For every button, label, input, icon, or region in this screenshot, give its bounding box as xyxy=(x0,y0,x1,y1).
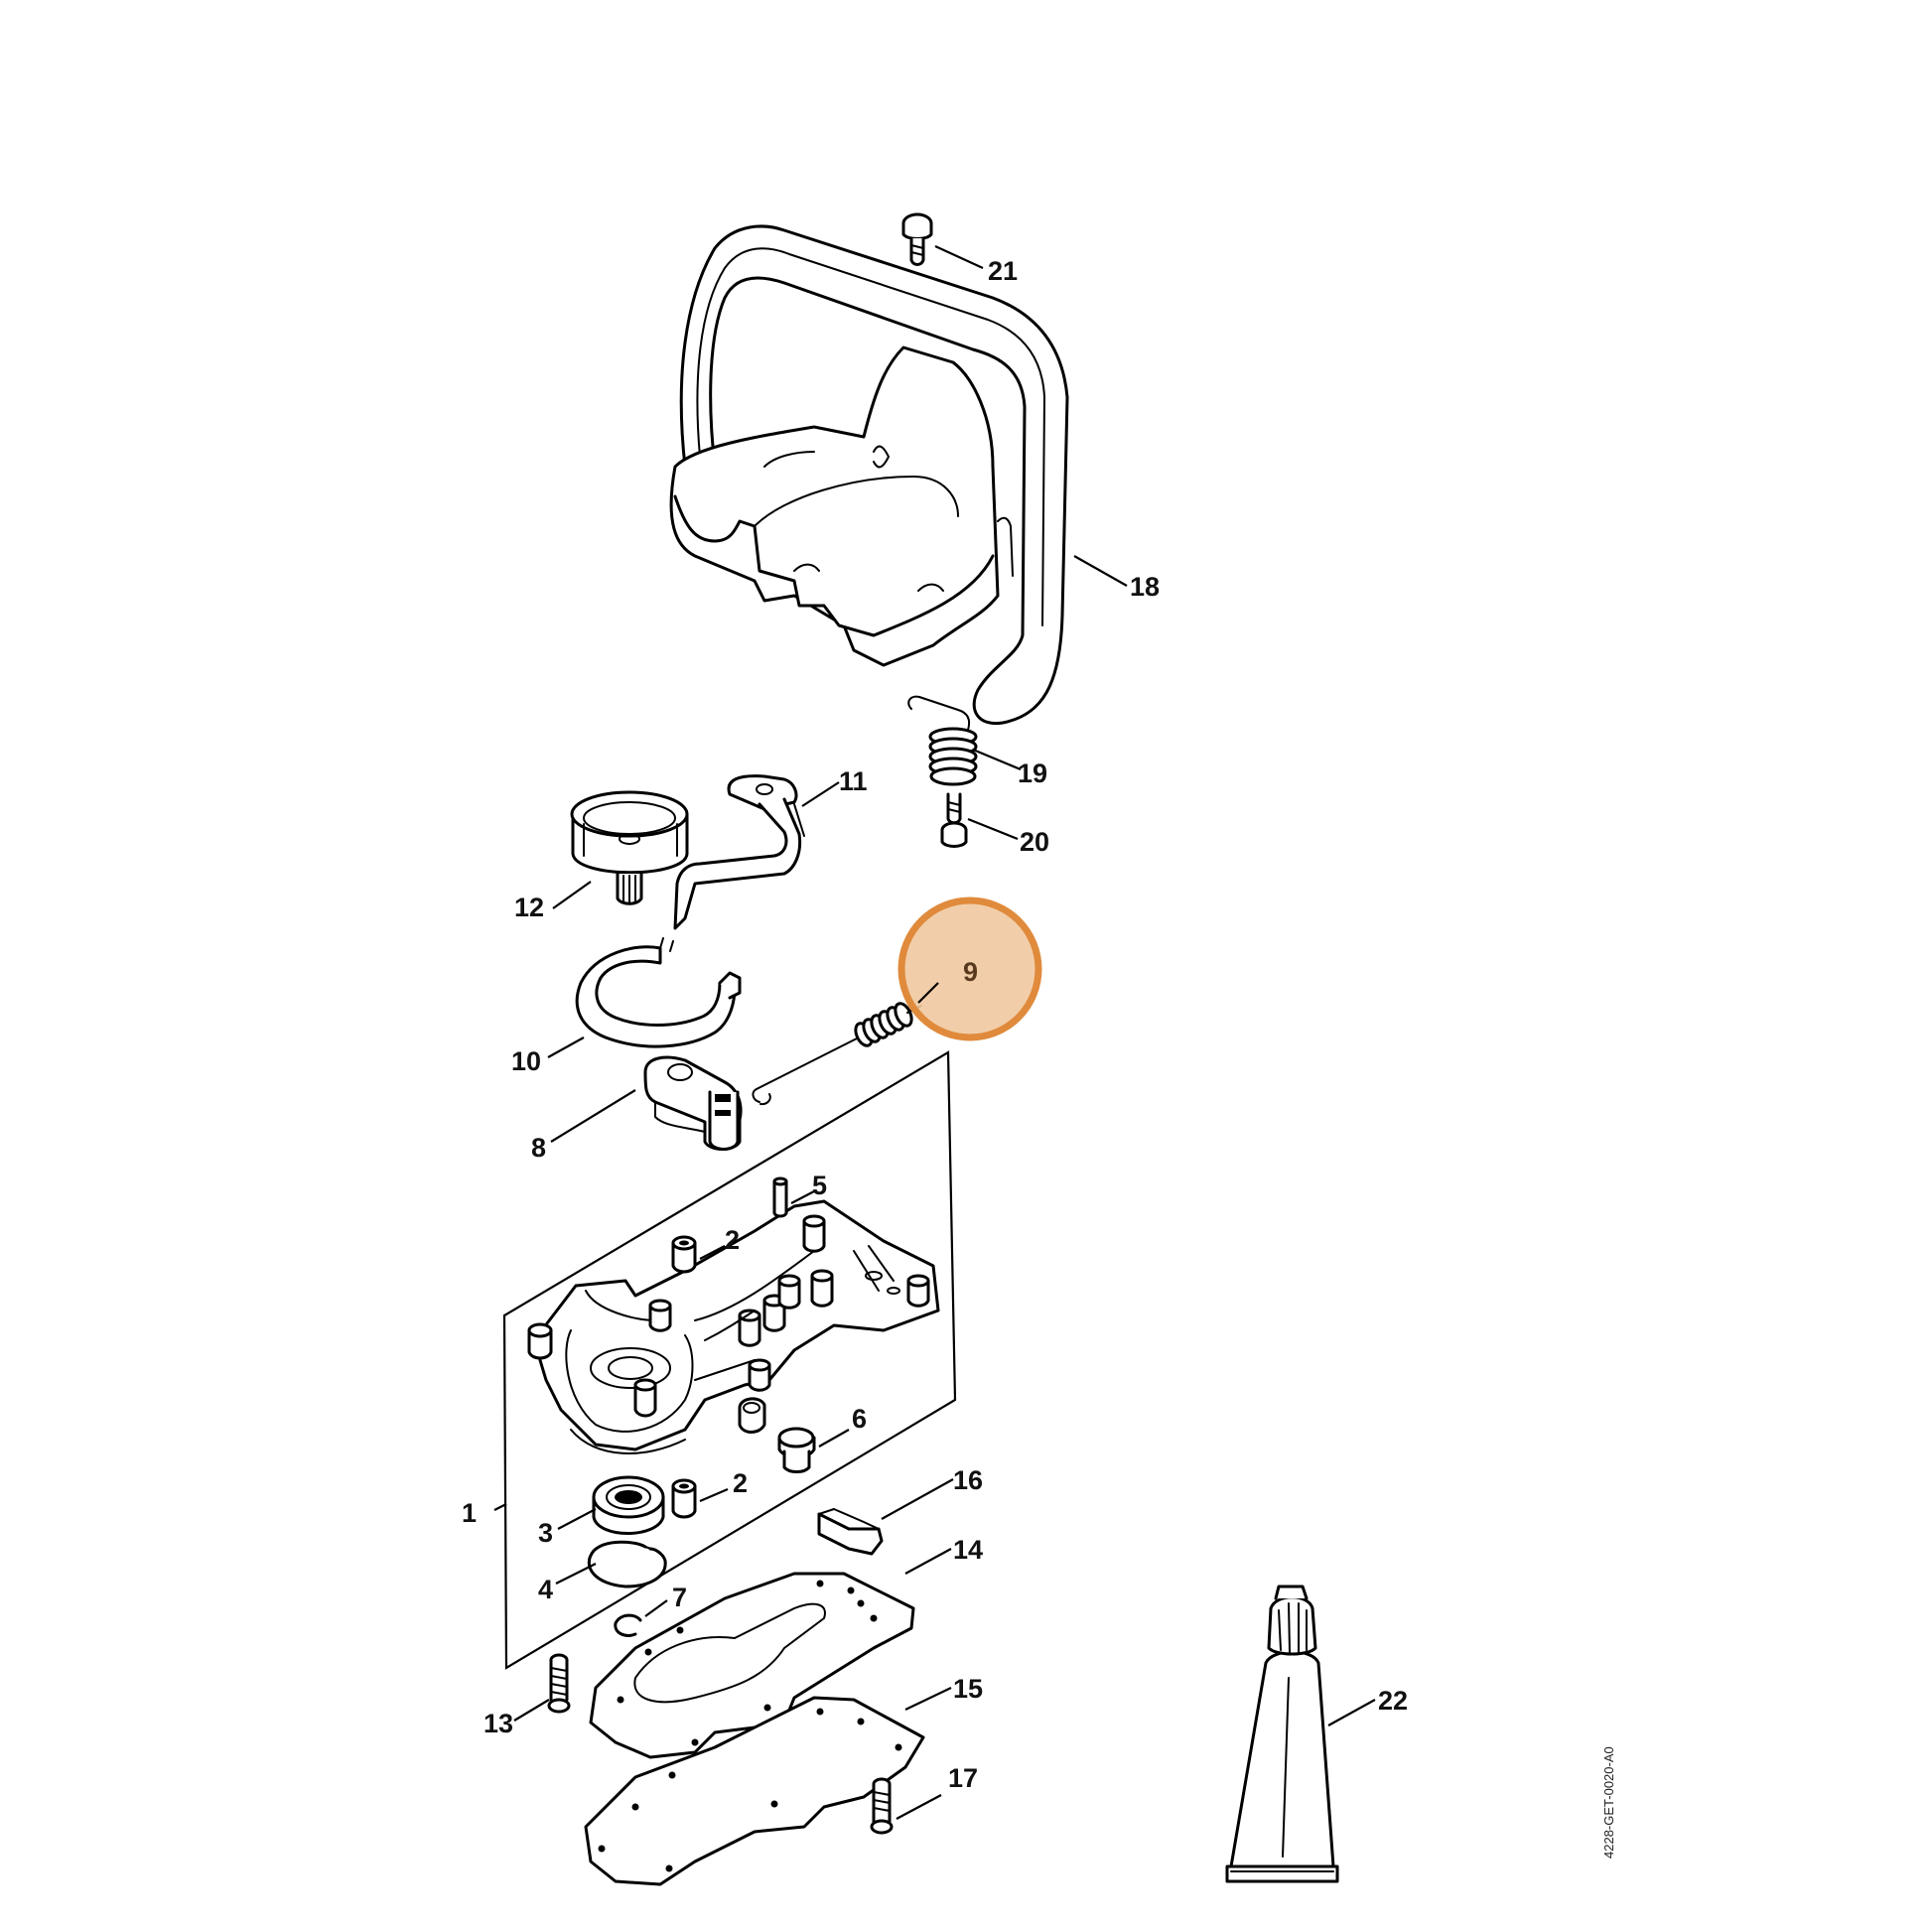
leader-lines xyxy=(493,245,1376,1820)
callout-14[interactable]: 14 xyxy=(953,1535,983,1565)
document-id: 4228-GET-0020-A0 xyxy=(1601,1746,1616,1859)
callout-9[interactable]: 9 xyxy=(963,957,978,987)
callout-8[interactable]: 8 xyxy=(531,1133,546,1163)
part-21-screw[interactable] xyxy=(901,212,933,266)
part-9-spring[interactable] xyxy=(752,1001,922,1106)
part-4-circlip[interactable] xyxy=(587,1540,667,1588)
callout-3[interactable]: 3 xyxy=(538,1518,553,1548)
callout-22[interactable]: 22 xyxy=(1378,1686,1408,1716)
callout-21[interactable]: 21 xyxy=(988,256,1018,286)
part-7-retaining-ring[interactable] xyxy=(614,1613,642,1637)
part-15-gasket[interactable] xyxy=(584,1696,925,1886)
callout-labels: 21 18 19 20 11 12 9 10 8 5 2 6 2 1 3 4 7… xyxy=(462,256,1408,1793)
part-17-screw[interactable] xyxy=(870,1777,894,1835)
part-14-cover-plate[interactable] xyxy=(589,1572,915,1759)
callout-15[interactable]: 15 xyxy=(953,1674,983,1704)
part-5-pin[interactable] xyxy=(772,1176,788,1218)
callout-16[interactable]: 16 xyxy=(953,1465,983,1495)
part-1-bracket xyxy=(502,1050,957,1670)
callout-20[interactable]: 20 xyxy=(1020,827,1049,857)
callout-12[interactable]: 12 xyxy=(514,893,544,922)
callout-19[interactable]: 19 xyxy=(1018,759,1047,788)
callout-6[interactable]: 6 xyxy=(852,1404,867,1434)
callout-18[interactable]: 18 xyxy=(1130,572,1160,602)
callout-11[interactable]: 11 xyxy=(839,766,868,796)
part-2-sleeve-upper[interactable] xyxy=(671,1235,697,1274)
callout-4[interactable]: 4 xyxy=(538,1575,553,1604)
part-8-coupling[interactable] xyxy=(643,1055,743,1151)
callout-13[interactable]: 13 xyxy=(483,1709,513,1738)
part-10-spring-clip[interactable] xyxy=(575,937,742,1048)
part-11-lever[interactable] xyxy=(673,774,805,930)
part-18-handle[interactable] xyxy=(669,224,1069,726)
callout-2-lower[interactable]: 2 xyxy=(733,1468,748,1498)
callout-1[interactable]: 1 xyxy=(462,1498,477,1528)
callout-7[interactable]: 7 xyxy=(672,1583,687,1612)
part-22-grease-tube[interactable] xyxy=(1225,1585,1339,1883)
callout-5[interactable]: 5 xyxy=(812,1171,827,1200)
part-3-bearing[interactable] xyxy=(592,1475,665,1535)
callout-10[interactable]: 10 xyxy=(511,1046,541,1076)
callout-17[interactable]: 17 xyxy=(948,1763,978,1793)
part-6-plug-screw[interactable] xyxy=(738,1397,816,1473)
part-2-sleeve-lower[interactable] xyxy=(671,1478,697,1519)
part-20-screw[interactable] xyxy=(940,792,968,848)
part-12-clutch-drum[interactable] xyxy=(570,790,689,905)
part-13-screw[interactable] xyxy=(547,1653,571,1714)
part-19-spring[interactable] xyxy=(907,695,978,786)
callout-2-upper[interactable]: 2 xyxy=(725,1225,740,1255)
highlight-circle xyxy=(897,897,1042,1041)
part-1-gear-housing[interactable] xyxy=(527,1199,940,1454)
part-16-slider[interactable] xyxy=(817,1508,884,1556)
